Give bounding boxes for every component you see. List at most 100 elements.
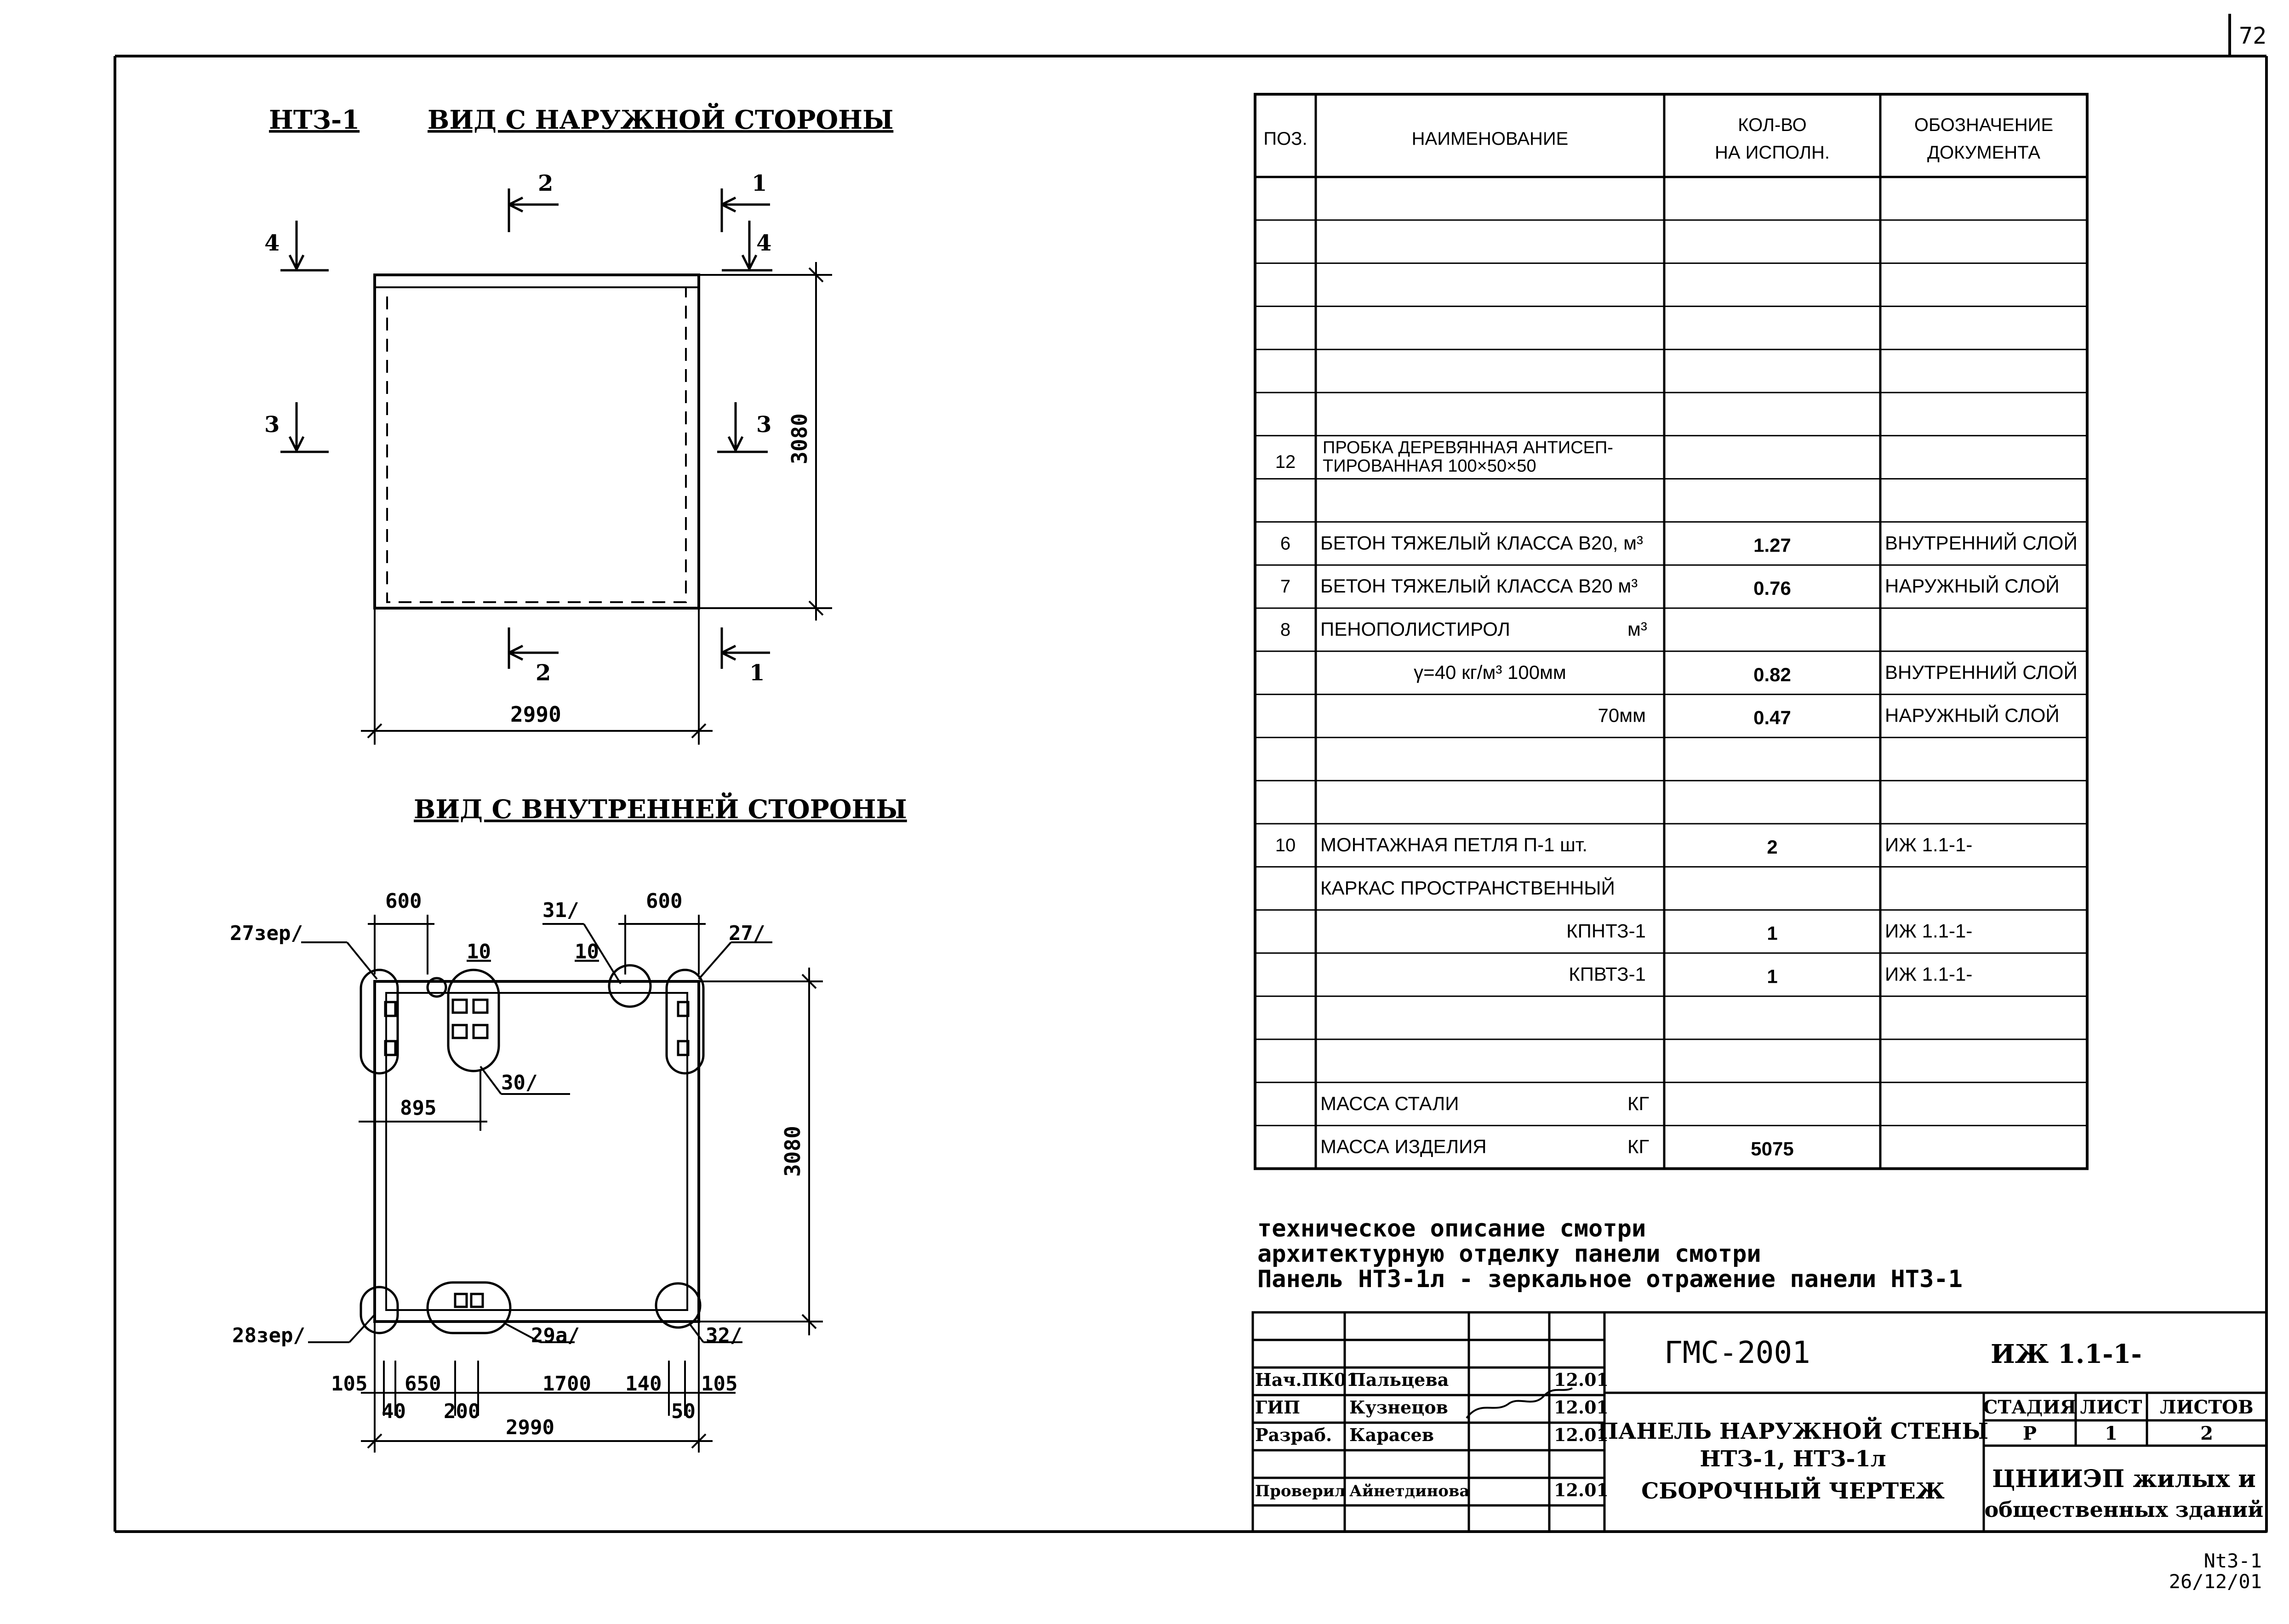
- section-2-bottom: 2: [536, 660, 551, 686]
- table-row-name: ПРОБКА ДЕРЕВЯННАЯ АНТИСЕП-: [1323, 438, 1613, 457]
- table-row-quantity: 5075: [1751, 1138, 1793, 1160]
- sheet-frame: [114, 14, 2268, 1533]
- table-row-document: ВНУТРЕННИЙ СЛОЙ: [1885, 531, 2078, 553]
- table-row-quantity: 0.47: [1753, 707, 1791, 729]
- dim-105-right: 105: [701, 1372, 737, 1396]
- header-document-line-1: ОБОЗНАЧЕНИЕ: [1914, 115, 2053, 135]
- label-29a: 29а/: [531, 1324, 580, 1347]
- section-4-right: 4: [756, 230, 771, 256]
- table-row-name: БЕТОН ТЯЖЕЛЫЙ КЛАССА В20, м³: [1320, 531, 1643, 553]
- organization-line-1: ЦНИИЭП жилых и: [1992, 1465, 2256, 1493]
- inner-leader-lines: [301, 915, 823, 1453]
- table-row-document: ИЖ 1.1-1-: [1885, 963, 1972, 985]
- table-border: [1254, 93, 2089, 1170]
- table-row-quantity: 0.76: [1753, 577, 1791, 599]
- table-row-quantity: 2: [1767, 836, 1777, 858]
- dim-200: 200: [444, 1400, 480, 1423]
- dim-105-left: 105: [331, 1372, 367, 1396]
- label-27: 27/: [729, 922, 765, 945]
- sheet-header: ЛИСТ: [2080, 1396, 2142, 1418]
- table-row-quantity: 1.27: [1753, 534, 1791, 556]
- table-row-document: ИЖ 1.1-1-: [1885, 920, 1972, 942]
- table-row-unit: КГ: [1627, 1093, 1649, 1114]
- dim-600-left: 600: [385, 889, 422, 913]
- table-row-name: КПНТЗ-1: [1566, 920, 1646, 942]
- page-number: 72: [2239, 23, 2266, 49]
- outer-view-title: ВИД С НАРУЖНОЙ СТОРОНЫ: [428, 103, 893, 135]
- stage-header: СТАДИЯ: [1983, 1396, 2077, 1418]
- table-row-position: 6: [1280, 533, 1290, 553]
- label-32: 32/: [706, 1324, 742, 1347]
- name-head: Пальцева: [1349, 1369, 1449, 1390]
- header-name: НАИМЕНОВАНИЕ: [1412, 129, 1569, 149]
- dim-895: 895: [400, 1096, 436, 1120]
- organization-line-2: общественных зданий: [1985, 1497, 2264, 1522]
- label-30: 30/: [501, 1071, 537, 1094]
- inner-height-dimension: 3080: [780, 1126, 805, 1177]
- drawing-title-line-1: ПАНЕЛЬ НАРУЖНОЙ СТЕНЫ: [1598, 1416, 1988, 1444]
- section-3-right: 3: [756, 412, 771, 438]
- stage-value: Р: [2023, 1423, 2037, 1444]
- outer-panel-outline: [373, 274, 700, 610]
- signature: [1466, 1387, 1573, 1419]
- outer-height-dimension: 3080: [787, 413, 812, 464]
- sheets-header: ЛИСТОВ: [2160, 1396, 2253, 1418]
- date-developer: 12.01: [1554, 1425, 1609, 1445]
- table-row-name: МАССА СТАЛИ: [1320, 1093, 1459, 1114]
- table-row-name-continued: ТИРОВАННАЯ 100×50×50: [1323, 456, 1536, 476]
- table-row-quantity: 1: [1767, 923, 1777, 944]
- table-row-document: НАРУЖНЫЙ СЛОЙ: [1885, 704, 2060, 726]
- table-row-unit: КГ: [1627, 1136, 1649, 1157]
- table-row-quantity: 1: [1767, 965, 1777, 987]
- dim-40: 40: [382, 1400, 406, 1423]
- section-3-left: 3: [264, 412, 280, 438]
- label-27zer: 27зер/: [230, 922, 303, 945]
- date-head: 12.01: [1554, 1369, 1609, 1390]
- table-row-document: ИЖ 1.1-1-: [1885, 834, 1972, 855]
- series-code: ГМС-2001: [1664, 1335, 1810, 1370]
- header-position: ПОЗ.: [1263, 129, 1307, 149]
- inner-view-title: ВИД С ВНУТРЕННЕЙ СТОРОНЫ: [414, 792, 907, 825]
- table-row-name: 70мм: [1598, 705, 1646, 726]
- section-4-left: 4: [264, 230, 280, 256]
- table-row-name: БЕТОН ТЯЖЕЛЫЙ КЛАССА В20 м³: [1320, 575, 1638, 597]
- label-28zer: 28зер/: [232, 1324, 305, 1347]
- table-row-unit: м³: [1627, 618, 1647, 640]
- footer-code: Nt3-1: [2204, 1550, 2262, 1572]
- dim-600-right: 600: [646, 889, 682, 913]
- panel-mark: НТЗ-1: [269, 105, 360, 135]
- table-row-position: 10: [1275, 835, 1296, 855]
- drawing-title-line-3: СБОРОЧНЫЙ ЧЕРТЕЖ: [1641, 1476, 1945, 1504]
- inner-width-dimension: 2990: [506, 1416, 554, 1439]
- dim-650: 650: [405, 1372, 441, 1396]
- section-1-top: 1: [752, 171, 767, 196]
- table-row-document: НАРУЖНЫЙ СЛОЙ: [1885, 575, 2060, 597]
- outer-dimension-lines: [361, 262, 832, 745]
- table-row-position: 8: [1280, 620, 1290, 640]
- table-row-name: ПЕНОПОЛИСТИРОЛ: [1320, 618, 1510, 640]
- sheets-value: 2: [2200, 1423, 2213, 1444]
- role-head: Нач.ПК01: [1255, 1369, 1359, 1390]
- table-row-position: 12: [1275, 452, 1296, 472]
- dim-50: 50: [671, 1400, 696, 1423]
- section-2-top: 2: [538, 171, 553, 196]
- name-checker: Айнетдинова: [1349, 1482, 1470, 1500]
- role-developer: Разраб.: [1255, 1425, 1332, 1445]
- footer-date: 26/12/01: [2169, 1570, 2262, 1593]
- date-checker: 12.01: [1554, 1480, 1609, 1500]
- name-developer: Карасев: [1349, 1425, 1434, 1445]
- dim-1700: 1700: [542, 1372, 591, 1396]
- table-row-name: КПВТЗ-1: [1569, 963, 1646, 985]
- date-gip: 12.01: [1554, 1397, 1609, 1418]
- table-row-name: МОНТАЖНАЯ ПЕТЛЯ П-1 шт.: [1320, 834, 1587, 855]
- name-gip: Кузнецов: [1349, 1397, 1448, 1418]
- table-row-position: 7: [1280, 576, 1290, 597]
- note-line-2: архитектурную отделку панели смотри: [1257, 1240, 1761, 1268]
- drawing-title-line-2: НТЗ-1, НТЗ-1л: [1700, 1446, 1886, 1472]
- title-block-frame: [1251, 1311, 2268, 1533]
- header-document-line-2: ДОКУМЕНТА: [1927, 142, 2040, 163]
- document-code: ИЖ 1.1-1-: [1991, 1339, 2142, 1369]
- inner-panel-outline: [373, 980, 700, 1323]
